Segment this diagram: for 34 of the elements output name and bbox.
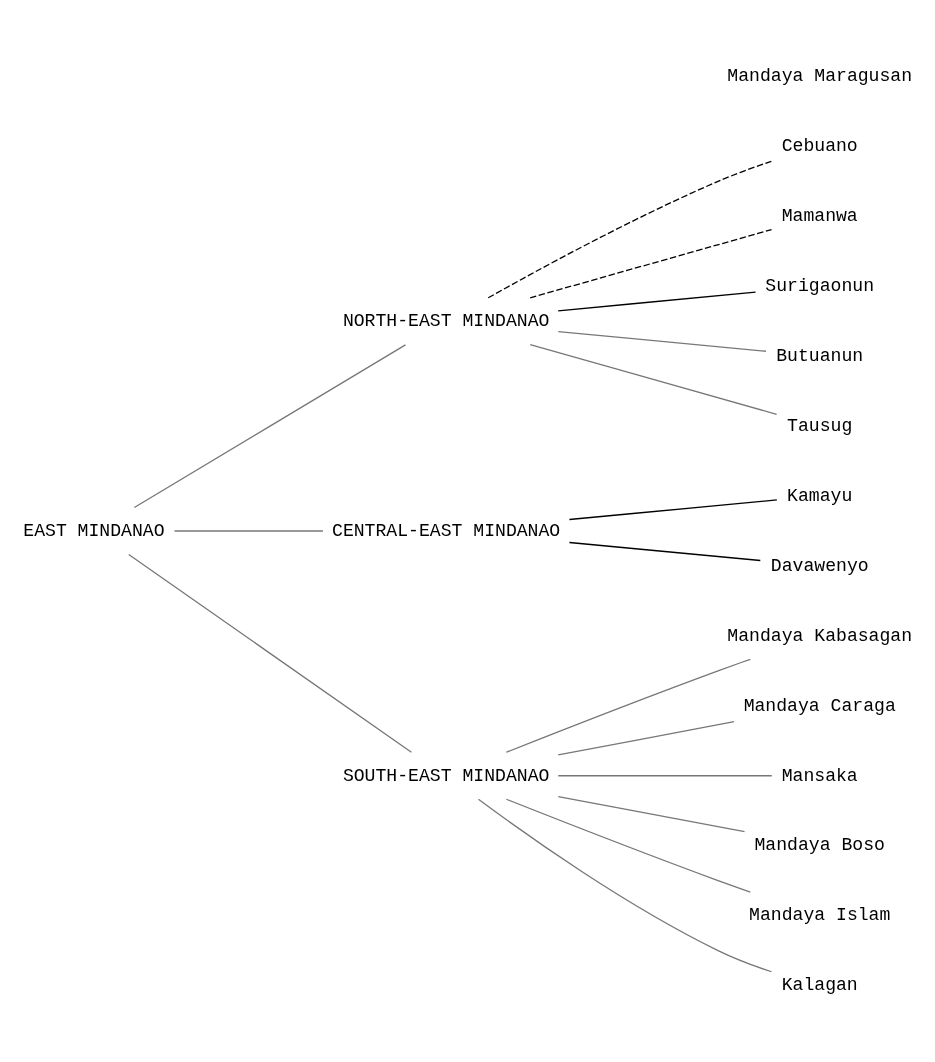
connector (557, 331, 767, 352)
connector (133, 344, 407, 509)
connector (557, 775, 773, 777)
connector (477, 798, 773, 973)
node-text: Tausug (787, 415, 853, 436)
node-text: Davawenyo (770, 555, 869, 576)
node-text: Mandaya Boso (754, 835, 885, 856)
node-text: Mandaya Kabasagan (727, 625, 913, 646)
label: Mandaya Maragusan (727, 66, 913, 87)
connector (529, 344, 778, 415)
node-text: NORTH-EAST MINDANAO (342, 311, 550, 332)
node-text: Mansaka (781, 765, 858, 786)
node-text: CENTRAL-EAST MINDANAO (332, 520, 561, 541)
node-text: EAST MINDANAO (23, 520, 165, 541)
connector (557, 291, 757, 312)
node-text: Cebuano (781, 136, 858, 157)
node-text: SOUTH-EAST MINDANAO (342, 765, 550, 786)
connector (487, 160, 773, 299)
connector (557, 721, 735, 756)
node-text: Butuanun (776, 345, 864, 366)
connector (128, 553, 413, 753)
connector (505, 798, 751, 893)
connector (568, 541, 761, 562)
connector (173, 530, 324, 532)
node-text: Mandaya Islam (749, 905, 891, 926)
connector (557, 795, 746, 833)
node-text: Mamanwa (781, 206, 858, 227)
node-text: Mandaya Caraga (743, 695, 896, 716)
connector (529, 228, 773, 299)
connector (505, 658, 751, 753)
node-text: Surigaonun (765, 276, 875, 297)
node-text: Kalagan (781, 975, 858, 996)
connector (568, 499, 778, 521)
node-text: Kamayu (787, 485, 853, 506)
